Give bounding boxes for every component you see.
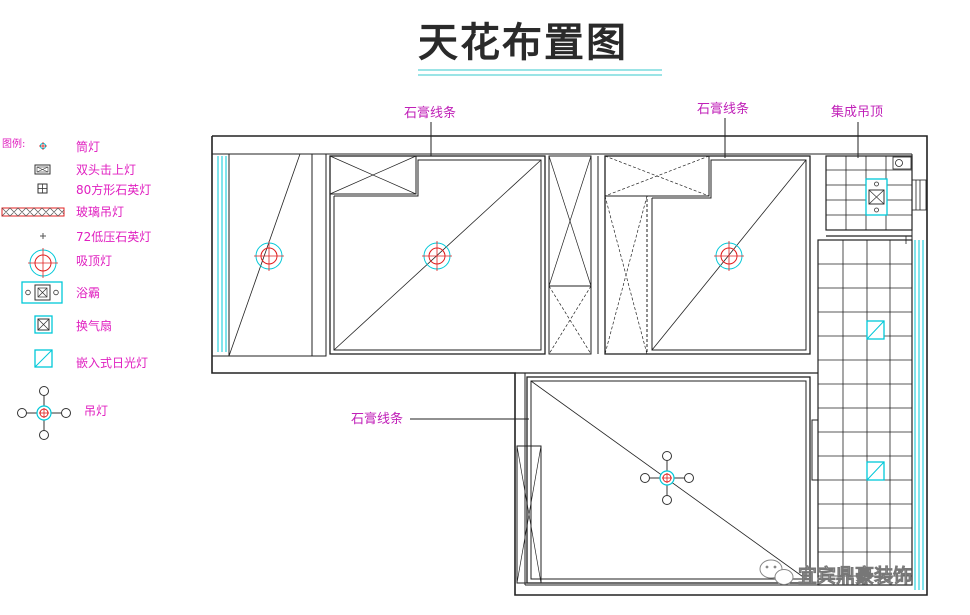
embedded-fluorescent-light-icon [866,320,885,340]
outer-walls [211,135,928,596]
legend: 图例: 筒灯 双头击上灯 80方形石英灯 玻璃吊灯 [1,137,151,440]
legend-label-ceiling-light: 吸顶灯 [76,254,112,268]
room-2 [597,155,811,355]
ceiling-light-icon [714,241,744,271]
legend-label-square-quartz-light: 80方形石英灯 [76,182,151,197]
right-wall-glazing [914,240,924,590]
callout-label: 石膏线条 [404,105,456,121]
downlight-icon [39,142,47,150]
ceiling-light-icon [254,241,284,271]
room-1 [329,155,546,355]
ceiling-light-icon [422,241,452,271]
callout-label: 石膏线条 [697,101,749,117]
legend-label-exhaust-fan: 换气扇 [76,318,112,333]
legend-label-double-grille-light: 双头击上灯 [76,163,136,177]
callout-integrated-ceiling: 集成吊顶 [831,104,883,158]
plan-fixtures [254,178,888,505]
wechat-icon [759,559,794,585]
callout-gypsum-1: 石膏线条 [404,105,456,156]
cabinet-column [548,155,592,355]
callout-gypsum-2: 石膏线条 [697,101,749,158]
legend-heading: 图例: [2,137,25,150]
chandelier-icon [17,386,71,440]
corridor [811,239,913,586]
callout-gypsum-3: 石膏线条 [351,411,529,427]
bath-heater-icon [21,281,63,304]
embedded-fluorescent-light-icon [866,461,885,481]
watermark-text: 宜宾鼎豪装饰 [798,564,912,587]
watermark: 宜宾鼎豪装饰 [759,559,912,587]
left-wall-glazing [217,156,227,352]
left-room-diagonal [228,153,301,357]
legend-label-embedded-fluorescent: 嵌入式日光灯 [76,356,148,370]
callout-label: 石膏线条 [351,411,403,427]
legend-label-low-voltage-quartz-light: 72低压石英灯 [76,230,151,244]
square-quartz-light-icon [37,183,48,194]
legend-label-glass-pendant: 玻璃吊灯 [76,205,124,219]
page-title: 天花布置图 [418,20,628,66]
legend-label-chandelier: 吊灯 [84,404,108,418]
glass-pendant-strip-icon [1,207,65,217]
floor-plan [211,135,928,596]
ceiling-light-icon [28,248,58,278]
low-voltage-quartz-light-icon [40,233,46,239]
double-grille-light-icon [34,164,51,175]
embedded-fluorescent-light-icon [34,349,53,368]
callout-label: 集成吊顶 [831,104,883,120]
legend-label-bath-heater: 浴霸 [76,286,100,300]
chandelier-icon [640,451,694,505]
legend-label-downlight: 筒灯 [76,139,100,154]
exhaust-fan-icon [34,315,53,334]
bath-heater-icon [865,178,888,216]
